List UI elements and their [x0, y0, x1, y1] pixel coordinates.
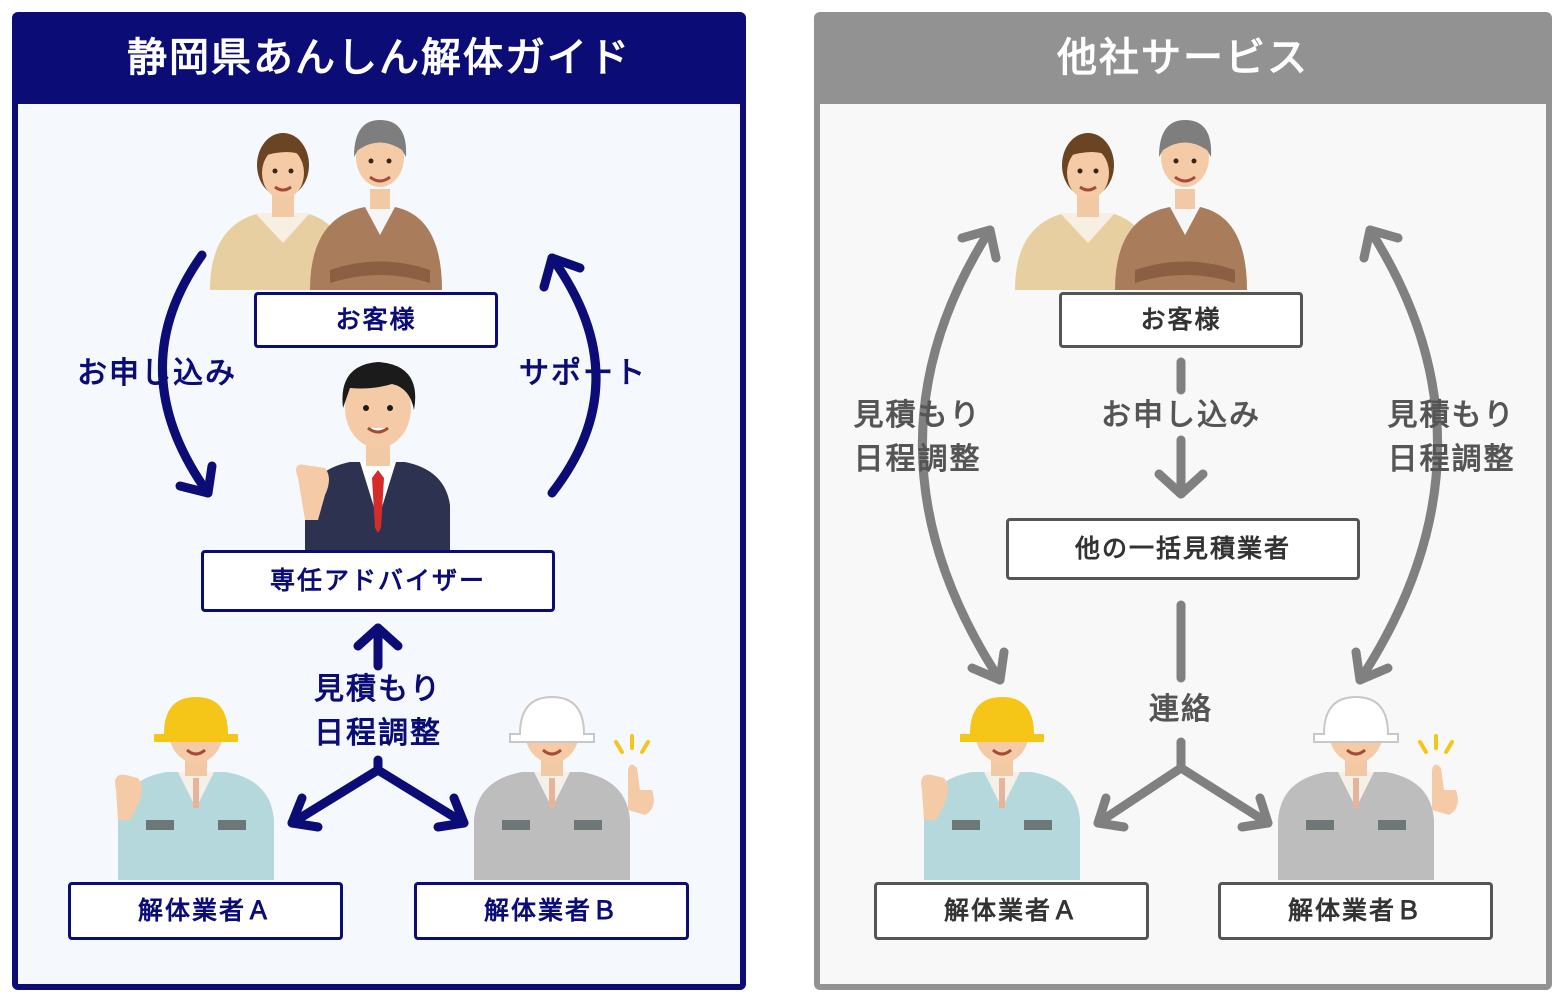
left-estimate-label-line1: 見積もり	[853, 398, 982, 433]
left-estimate-arrow-top-head	[957, 225, 1001, 263]
right-estimate-label-line1: 見積もり	[1387, 398, 1516, 433]
sparkle-icon-right	[1418, 734, 1454, 754]
customer-couple-illustration-right	[1013, 118, 1249, 292]
contact-branch-b	[1176, 763, 1273, 828]
apply-arrow	[157, 250, 213, 498]
contractor-a-box: 解体業者Ａ	[68, 882, 343, 940]
yellow-helmet-icon-right	[960, 697, 1044, 742]
yellow-helmet-icon	[154, 697, 238, 742]
customer-couple-illustration	[208, 118, 444, 292]
contact-branch-a-head	[1093, 793, 1129, 832]
contact-branch-b-head	[1237, 793, 1273, 832]
white-helmet-icon-right	[1313, 695, 1399, 743]
support-label: サポート	[519, 356, 647, 391]
sparkle-icon	[614, 734, 650, 754]
right-panel-title: 他社サービス	[1057, 35, 1309, 81]
contact-label: 連絡	[1149, 692, 1213, 727]
contact-branch-a	[1093, 737, 1186, 828]
customer-box-right: お客様	[1059, 292, 1303, 348]
left-estimate-arrow	[917, 225, 1005, 685]
contractor-b-box-right: 解体業者Ｂ	[1218, 882, 1493, 940]
estimate-label-line2: 日程調整	[314, 716, 442, 751]
apply-arrow-head	[175, 461, 217, 498]
branch-arrow-a-head	[287, 793, 323, 832]
right-estimate-label: 見積もり 日程調整	[1364, 394, 1539, 482]
thumbs-up-icon	[628, 764, 654, 815]
right-estimate-arrow-bottom-head	[1351, 647, 1393, 685]
left-estimate-label: 見積もり 日程調整	[830, 394, 1005, 482]
customer-box: お客様	[254, 292, 498, 348]
thumbs-up-icon-right	[1432, 764, 1458, 815]
advisor-illustration	[296, 362, 450, 555]
apply-arrow-right-head	[1154, 469, 1208, 499]
fist-icon	[115, 774, 142, 820]
broker-box: 他の一括見積業者	[1006, 518, 1360, 580]
contractor-a-box-right: 解体業者Ａ	[874, 882, 1149, 940]
right-estimate-arrow-top-head	[1359, 225, 1403, 263]
fist-icon-right	[921, 774, 948, 820]
estimate-up-arrow-head	[353, 623, 403, 651]
branch-arrow-b-head	[433, 793, 469, 832]
right-estimate-arrow	[1355, 225, 1443, 685]
left-estimate-arrow-bottom-head	[967, 647, 1009, 685]
branch-arrow-b	[373, 765, 469, 828]
left-estimate-label-line2: 日程調整	[853, 442, 982, 477]
support-arrow	[547, 253, 601, 498]
estimate-label-line1: 見積もり	[314, 672, 442, 707]
advisor-box: 専任アドバイザー	[201, 550, 555, 612]
right-estimate-label-line2: 日程調整	[1387, 442, 1516, 477]
branch-arrow-a	[287, 755, 383, 828]
support-arrow-head	[539, 253, 585, 292]
contractor-b-box: 解体業者Ｂ	[414, 882, 689, 940]
apply-label: お申し込み	[77, 356, 237, 391]
apply-label-right: お申し込み	[1101, 398, 1261, 433]
left-panel-title: 静岡県あんしん解体ガイド	[127, 35, 631, 81]
estimate-label: 見積もり 日程調整	[288, 668, 468, 756]
white-helmet-icon	[509, 695, 595, 743]
